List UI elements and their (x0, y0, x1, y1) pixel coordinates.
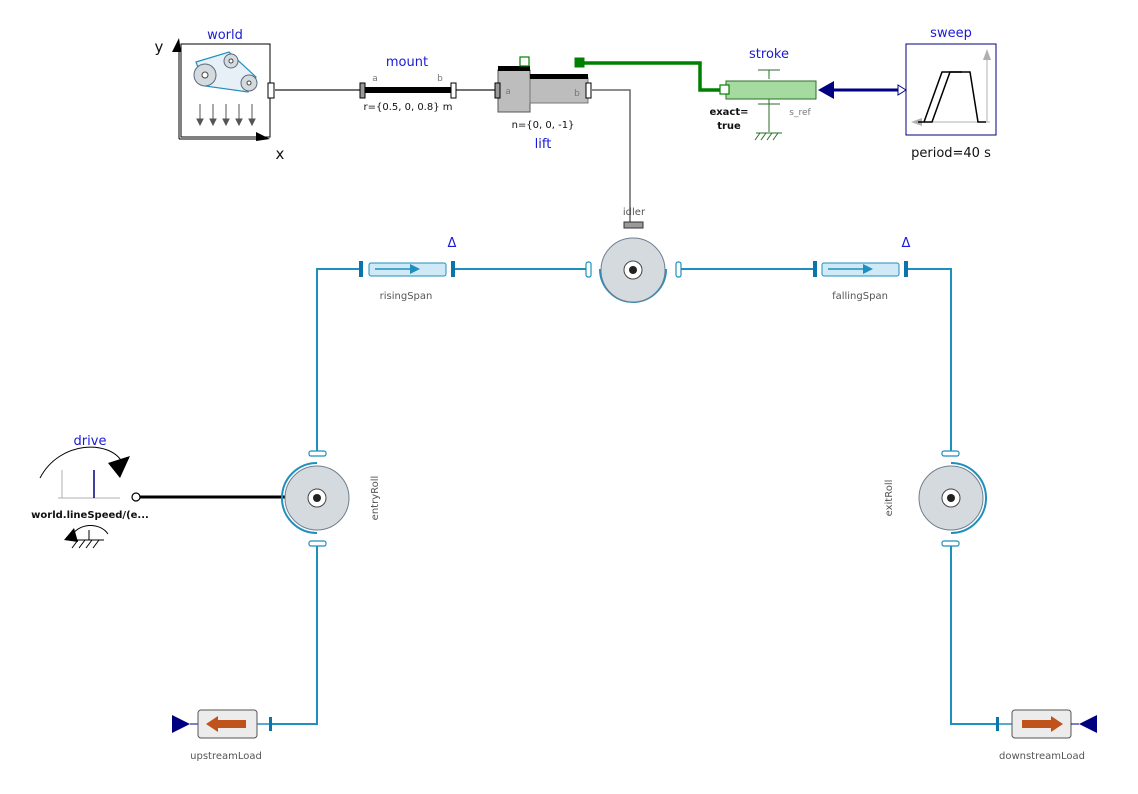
exitRoll-component[interactable]: exitRoll (884, 450, 987, 547)
exitRoll-label: exitRoll (884, 480, 895, 517)
world-label: world (207, 28, 243, 43)
world-y-label: y (155, 38, 164, 56)
upstreamLoad-component[interactable]: upstreamLoad (172, 709, 272, 762)
lift-port-a-label: a (505, 87, 511, 97)
idler-web-port-in[interactable] (585, 261, 592, 278)
lift-param: n={0, 0, -1} (512, 120, 575, 131)
risingSpan-arrow-icon (410, 264, 420, 274)
idler-component[interactable]: idler (585, 207, 682, 303)
drive-flange-port[interactable] (131, 492, 141, 502)
sweep-param: period=40 s (911, 146, 991, 161)
stroke-flange-port[interactable] (719, 84, 730, 95)
idler-label: idler (623, 207, 646, 218)
sweep-component[interactable]: sweep period=40 s (897, 26, 997, 161)
entryRoll-component[interactable]: entryRoll (281, 450, 381, 547)
lift-label: lift (535, 137, 552, 152)
fallingSpan-port-b[interactable] (904, 261, 908, 277)
stroke-component[interactable]: stroke exact= true s_ref (709, 47, 817, 141)
fallingSpan-port-a[interactable] (813, 261, 817, 277)
stroke-param-line2: true (717, 121, 741, 132)
downstreamLoad-arrow-icon (1022, 716, 1063, 732)
mech-line-lift-to-idler[interactable] (592, 89, 631, 222)
exitRoll-web-port-bottom[interactable] (941, 540, 960, 547)
world-component[interactable]: world y x (155, 28, 285, 163)
drive-arrow-icon (108, 456, 130, 478)
world-x-arrow-icon (256, 132, 270, 141)
risingSpan-label: risingSpan (380, 291, 433, 302)
upstreamLoad-web-port[interactable] (269, 717, 272, 731)
stroke-param-line1: exact= (709, 107, 748, 118)
mount-port-b[interactable] (450, 82, 457, 99)
lift-body-icon (497, 69, 531, 113)
upstreamLoad-arrow-icon (206, 716, 246, 732)
lift-flange-port[interactable] (519, 56, 530, 67)
mount-port-a-label: a (372, 74, 378, 84)
world-x-label: x (276, 145, 285, 163)
mount-port-b-label: b (437, 74, 443, 84)
sweep-output-port[interactable] (897, 84, 907, 96)
downstreamLoad-signal-port[interactable] (1079, 715, 1097, 733)
lift-port-b-label: b (574, 89, 580, 99)
upstreamLoad-signal-port[interactable] (172, 715, 190, 733)
stroke-icon (725, 80, 817, 100)
gravity-arrows-icon (196, 104, 256, 127)
lift-component[interactable]: a b n={0, 0, -1} lift (494, 56, 592, 152)
downstreamLoad-component[interactable]: downstreamLoad (996, 709, 1097, 762)
stroke-ref-label: s_ref (789, 108, 811, 118)
downstreamLoad-web-port[interactable] (996, 717, 999, 731)
sweep-axis-arrow-icon (983, 49, 991, 60)
entryRoll-web-port-top[interactable] (308, 450, 327, 457)
lift-port-a[interactable] (494, 82, 501, 99)
drive-param: world.lineSpeed/(e... (31, 510, 149, 521)
world-y-arrow-icon (172, 38, 181, 52)
risingSpan-marker: Δ (448, 236, 457, 251)
web-line-exit-to-downstream[interactable] (950, 544, 996, 725)
upstreamLoad-label: upstreamLoad (190, 751, 262, 762)
risingSpan-port-a[interactable] (359, 261, 363, 277)
idler-web-port-out[interactable] (675, 261, 682, 278)
web-line-entry-to-rising[interactable] (316, 268, 360, 454)
sweep-label: sweep (930, 26, 972, 41)
mount-port-a[interactable] (359, 82, 366, 99)
drive-component[interactable]: drive world.lineSpeed/(e... (31, 434, 149, 549)
entryRoll-label: entryRoll (370, 476, 381, 521)
fallingSpan-arrow-icon (863, 264, 873, 274)
signal-arrow-icon (818, 81, 834, 99)
fallingSpan-component[interactable]: Δ fallingSpan (813, 236, 911, 302)
web-line-falling-to-exit[interactable] (906, 268, 952, 454)
drive-label: drive (74, 434, 107, 449)
idler-frame-port[interactable] (623, 221, 644, 229)
downstreamLoad-label: downstreamLoad (999, 751, 1085, 762)
mount-rod-icon (364, 87, 452, 93)
fallingSpan-label: fallingSpan (832, 291, 888, 302)
fallingSpan-marker: Δ (902, 236, 911, 251)
mount-component[interactable]: a b mount r={0.5, 0, 0.8} m (359, 55, 457, 113)
stroke-label: stroke (749, 47, 789, 62)
exitRoll-web-port-top[interactable] (941, 450, 960, 457)
stroke-ground-icon (754, 132, 782, 141)
flange-line-lift-to-stroke[interactable] (580, 61, 723, 92)
drive-arc-icon (39, 446, 123, 479)
lift-top-bar-icon (498, 66, 530, 71)
lift-port-b[interactable] (585, 82, 592, 99)
mount-param: r={0.5, 0, 0.8} m (363, 102, 452, 113)
web-connections (272, 268, 996, 725)
lift-slider-bar-icon (530, 74, 588, 79)
entryRoll-web-port-bottom[interactable] (308, 540, 327, 547)
mount-label: mount (386, 55, 428, 70)
world-frame-port[interactable] (267, 82, 275, 99)
lift-support-port[interactable] (574, 57, 585, 68)
drive-ground-icon (71, 530, 104, 549)
risingSpan-component[interactable]: Δ risingSpan (359, 236, 457, 302)
risingSpan-port-b[interactable] (451, 261, 455, 277)
web-line-entry-to-upstream[interactable] (272, 544, 318, 725)
